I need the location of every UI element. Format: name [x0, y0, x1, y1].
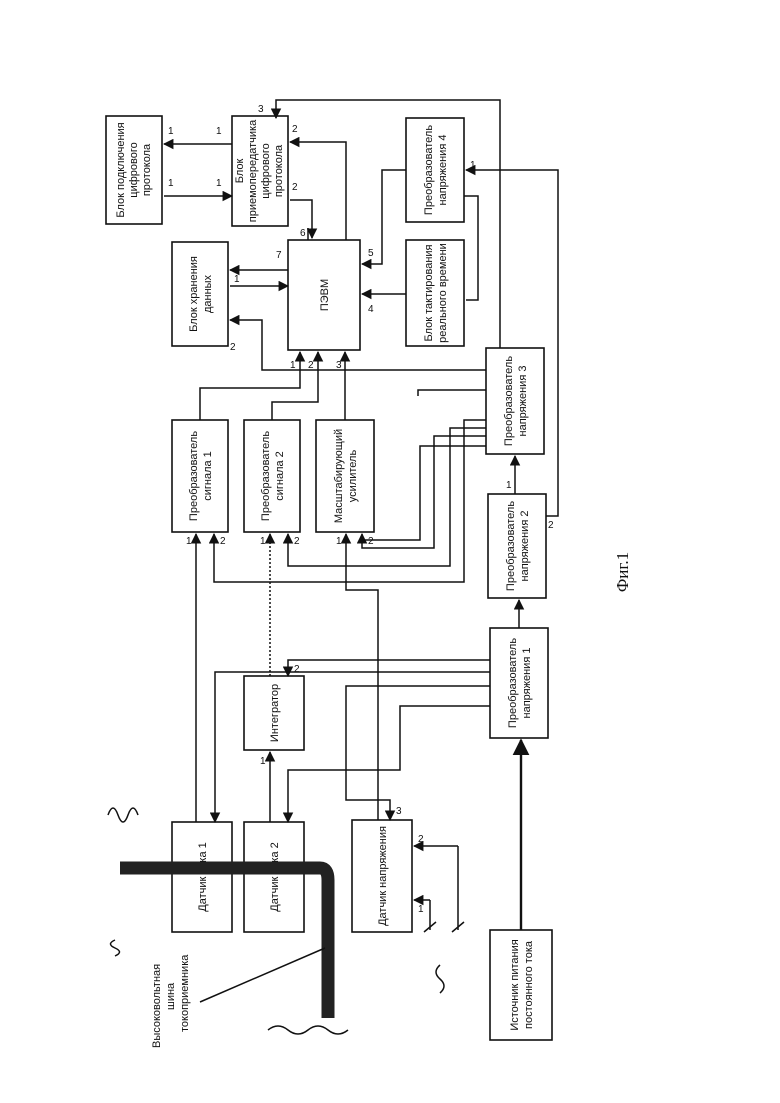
label-current-sensor-1: Датчик тока 1	[197, 842, 209, 912]
label-dc-power-source-2: постоянного тока	[523, 940, 535, 1029]
label-scaling-amplifier-line2: усилитель	[347, 450, 359, 503]
block-scaling-amplifier: Масштабирующий усилитель	[316, 420, 374, 532]
svg-text:2: 2	[308, 360, 314, 371]
label-voltage-converter-3-line2: напряжения 3	[517, 366, 529, 437]
label-voltage-converter-3-line1: Преобразователь	[503, 356, 515, 446]
svg-text:2: 2	[230, 342, 236, 353]
label-connection-line2: цифрового	[128, 142, 140, 197]
svg-text:1: 1	[168, 178, 174, 189]
busbar-caption: Высоковольтная шина токоприемника	[151, 954, 191, 1048]
label-current-sensor-2: Датчик тока 2	[269, 842, 281, 912]
svg-text:1: 1	[168, 126, 174, 137]
label-data-storage-line2: данных	[202, 274, 214, 313]
svg-text:6: 6	[300, 228, 306, 239]
label-rtc-clock-line2: реального времени	[437, 243, 449, 343]
block-data-storage: Блок хранения данных	[172, 242, 228, 346]
label-voltage-converter-2-line2: напряжения 2	[519, 511, 531, 582]
block-pc: ПЭВМ	[288, 240, 360, 350]
svg-text:1: 1	[506, 480, 512, 491]
block-integrator: Интегратор	[244, 676, 304, 750]
label-signal-converter-1-line2: сигнала 1	[202, 451, 214, 501]
svg-text:2: 2	[294, 664, 300, 675]
svg-text:2: 2	[294, 536, 300, 547]
label-signal-converter-1-line1: Преобразователь	[188, 431, 200, 521]
block-current-sensor-1: Датчик тока 1	[172, 822, 232, 932]
svg-text:3: 3	[336, 360, 342, 371]
label-voltage-converter-1-line2: напряжения 1	[521, 648, 533, 719]
label-transceiver-line2: приемопередатчика	[247, 119, 259, 222]
svg-text:2: 2	[418, 834, 424, 845]
label-transceiver-line3: цифрового	[260, 143, 272, 198]
label-signal-converter-2-line2: сигнала 2	[274, 451, 286, 501]
block-voltage-converter-1: Преобразователь напряжения 1	[490, 628, 548, 738]
busbar-label-line2: шина	[165, 982, 177, 1010]
svg-text:1: 1	[216, 126, 222, 137]
svg-text:2: 2	[220, 536, 226, 547]
svg-text:1: 1	[216, 178, 222, 189]
svg-text:2: 2	[292, 182, 298, 193]
svg-text:1: 1	[260, 536, 266, 547]
svg-text:1: 1	[470, 160, 476, 171]
label-pc: ПЭВМ	[319, 279, 331, 311]
busbar-label-line3: токоприемника	[179, 954, 191, 1032]
label-connection-line3: протокола	[141, 143, 153, 196]
ac-input-symbol: 1 2	[414, 834, 464, 993]
svg-text:1: 1	[234, 274, 240, 285]
svg-text:4: 4	[368, 304, 374, 315]
label-data-storage-line1: Блок хранения	[188, 256, 200, 332]
block-rtc-clock: Блок тактирования реального времени	[406, 240, 464, 346]
label-voltage-converter-4-line2: напряжения 4	[437, 135, 449, 206]
label-integrator: Интегратор	[269, 684, 281, 742]
label-transceiver-line4: протокола	[273, 144, 285, 197]
label-voltage-sensor: Датчик напряжения	[377, 826, 389, 926]
block-dc-power-source: Источник питания постоянного тока	[490, 930, 552, 1040]
label-dc-power-source-1: Источник питания	[509, 939, 521, 1030]
label-transceiver-line1: Блок	[234, 159, 246, 184]
block-signal-converter-1: Преобразователь сигнала 1	[172, 420, 228, 532]
svg-text:1: 1	[186, 536, 192, 547]
svg-text:2: 2	[368, 536, 374, 547]
busbar-label-line1: Высоковольтная	[151, 964, 163, 1048]
svg-text:5: 5	[368, 248, 374, 259]
svg-text:1: 1	[260, 756, 266, 767]
svg-text:7: 7	[276, 250, 282, 261]
figure-caption-text: Фиг.1	[613, 552, 632, 592]
block-voltage-converter-2: Преобразователь напряжения 2	[488, 494, 546, 598]
label-voltage-converter-4-line1: Преобразователь	[423, 125, 435, 215]
figure-caption: Фиг.1	[613, 552, 632, 592]
block-current-sensor-2: Датчик тока 2	[244, 822, 304, 932]
svg-text:2: 2	[292, 124, 298, 135]
svg-text:3: 3	[258, 104, 264, 115]
block-protocol-connection: Блок подключения цифрового протокола	[106, 116, 162, 224]
label-voltage-converter-1-line1: Преобразователь	[507, 638, 519, 728]
svg-text:1: 1	[290, 360, 296, 371]
label-signal-converter-2-line1: Преобразователь	[260, 431, 272, 521]
label-rtc-clock-line1: Блок тактирования	[423, 244, 435, 341]
block-voltage-sensor: Датчик напряжения	[352, 820, 412, 932]
svg-text:1: 1	[336, 536, 342, 547]
svg-text:2: 2	[548, 520, 554, 531]
block-protocol-transceiver: Блок приемопередатчика цифрового протоко…	[232, 116, 288, 226]
svg-text:3: 3	[396, 806, 402, 817]
svg-text:1: 1	[418, 904, 424, 915]
block-voltage-converter-4: Преобразователь напряжения 4	[406, 118, 464, 222]
label-voltage-converter-2-line1: Преобразователь	[505, 501, 517, 591]
block-voltage-converter-3: Преобразователь напряжения 3	[486, 348, 544, 454]
label-connection-line1: Блок подключения	[115, 122, 127, 217]
label-scaling-amplifier-line1: Масштабирующий	[333, 429, 345, 523]
block-signal-converter-2: Преобразователь сигнала 2	[244, 420, 300, 532]
